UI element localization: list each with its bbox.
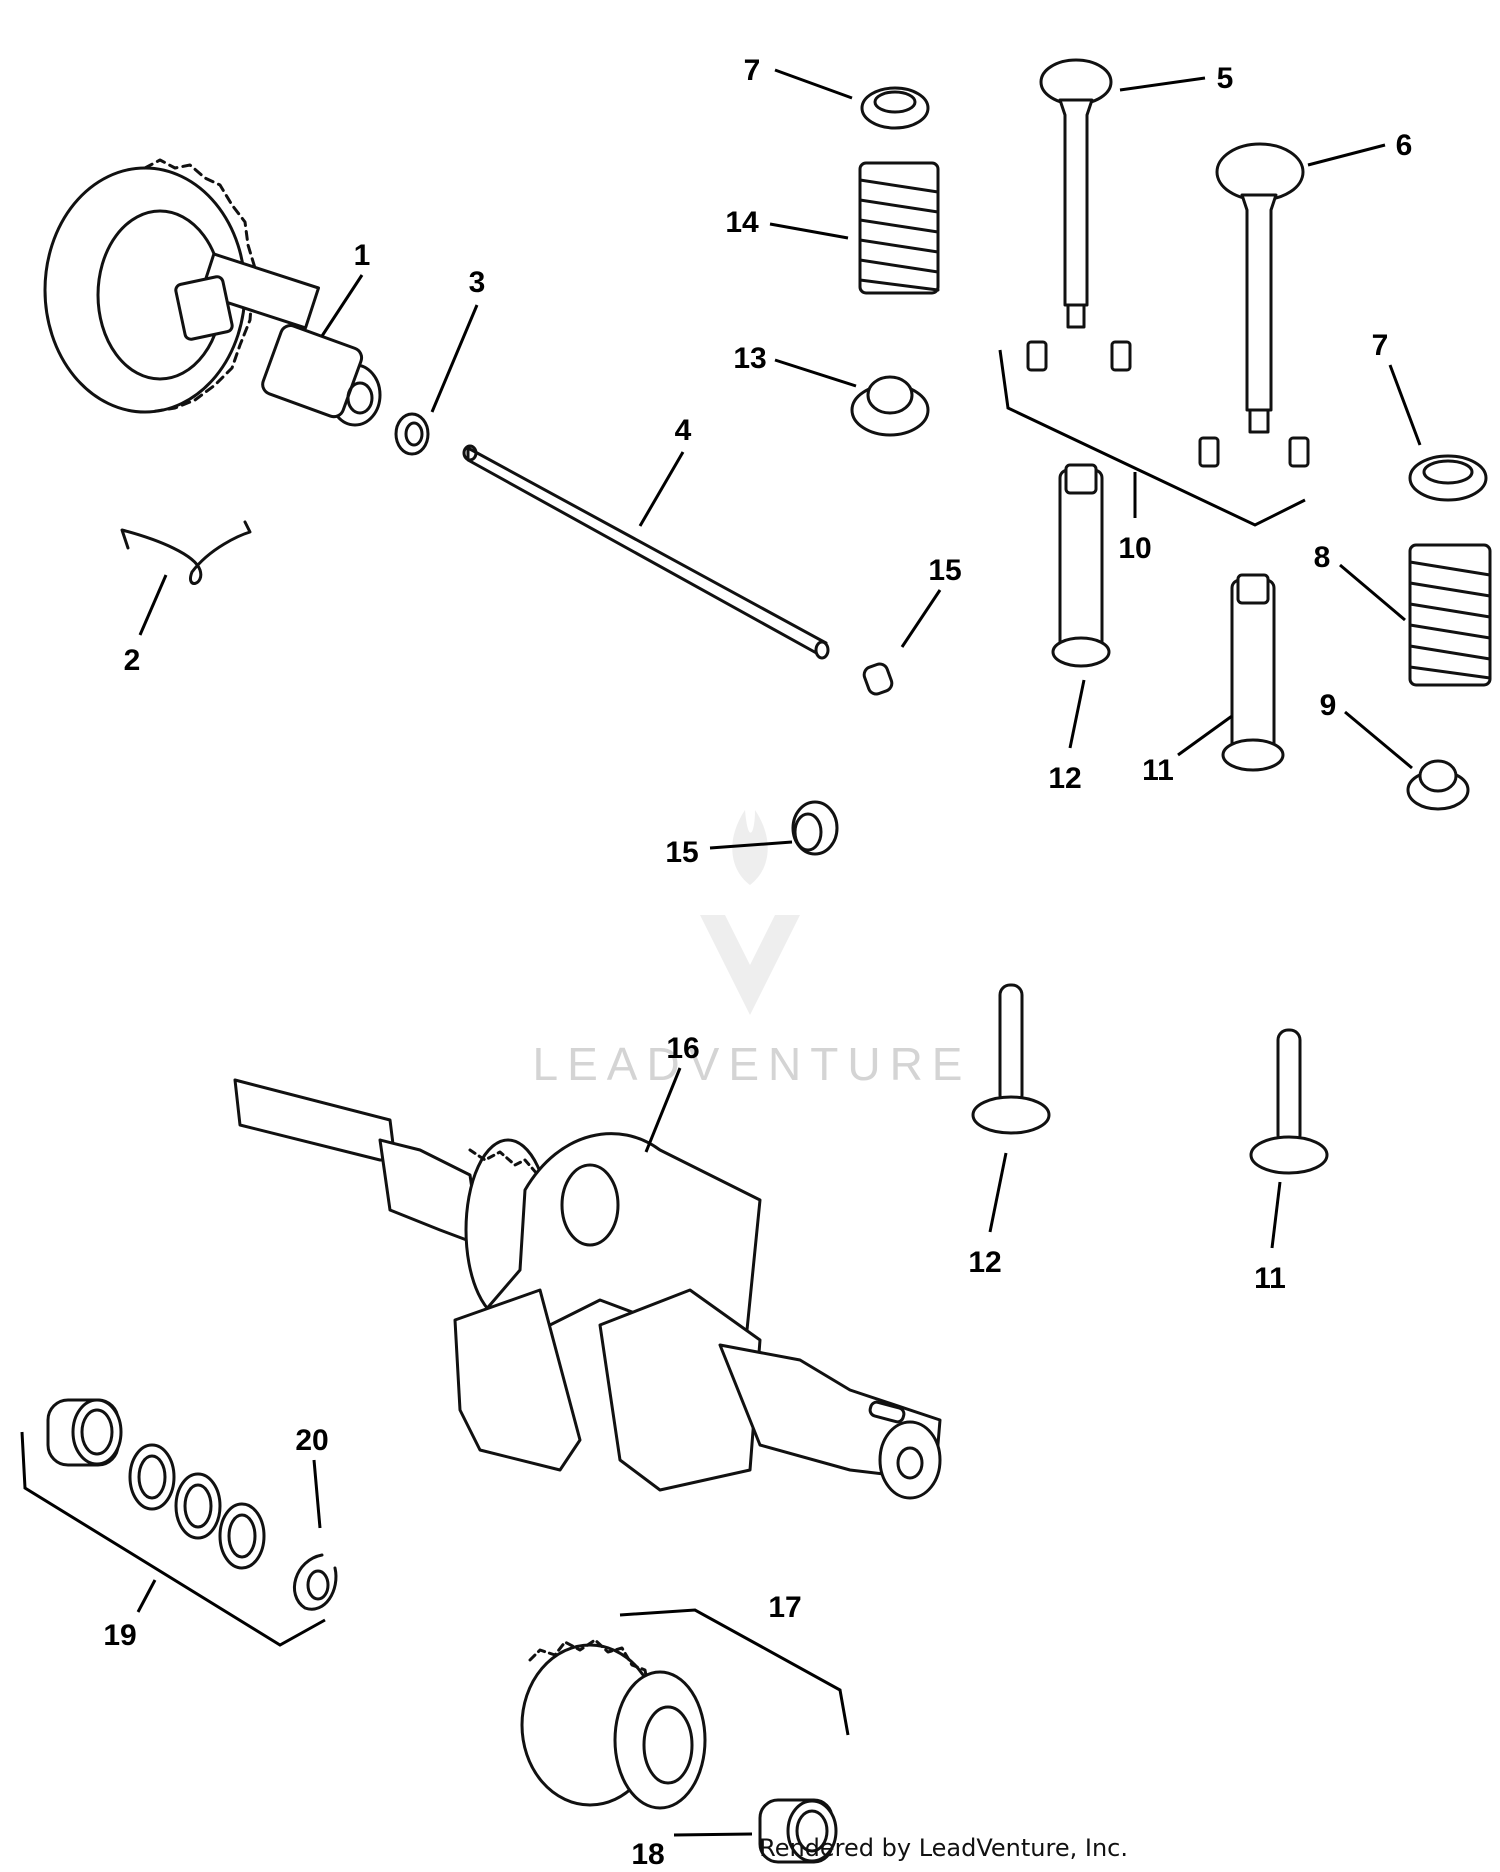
washer-part — [394, 412, 430, 456]
callout-9: 9 — [1320, 689, 1337, 722]
tappet-12-part — [1051, 463, 1111, 668]
callout-7a: 7 — [744, 54, 761, 87]
tappet-11b-part — [1249, 1028, 1329, 1175]
callout-14: 14 — [725, 206, 759, 239]
tappet-12b-part — [971, 983, 1051, 1135]
snap-ring-20-part — [293, 1553, 338, 1611]
valve-5-part — [1039, 58, 1113, 329]
spring-14-part — [858, 161, 940, 295]
seat-13-part — [850, 375, 930, 437]
callout-19: 19 — [103, 1619, 136, 1652]
callout-18: 18 — [631, 1838, 664, 1871]
retainer-right-part — [1408, 454, 1488, 502]
leader-lines — [136, 68, 1422, 1837]
callout-16: 16 — [666, 1032, 699, 1065]
bearing-washer-set-19-part — [20, 1398, 326, 1647]
watermark-text: LEADVENTURE — [533, 1038, 972, 1090]
callout-numbers: 1 2 3 4 5 6 7 7 8 9 10 11 11 12 12 13 14… — [103, 54, 1412, 1871]
callout-13: 13 — [733, 342, 766, 375]
callout-5: 5 — [1217, 62, 1234, 95]
callout-11b: 11 — [1254, 1262, 1286, 1295]
callout-12a: 12 — [1048, 762, 1081, 795]
callout-4: 4 — [675, 414, 692, 447]
callout-10: 10 — [1118, 532, 1151, 565]
spring-8-part — [1408, 543, 1492, 687]
plug-15a-part — [862, 662, 894, 696]
callout-3: 3 — [469, 266, 486, 299]
keepers-10-part — [998, 340, 1310, 527]
retainer-top-part — [860, 86, 930, 130]
bearing-18-part — [758, 1798, 838, 1864]
callout-7b: 7 — [1372, 329, 1389, 362]
callout-6: 6 — [1396, 129, 1413, 162]
gear-17-part — [520, 1608, 850, 1810]
camshaft-gear-part — [43, 158, 382, 427]
render-credit: Rendered by LeadVenture, Inc. — [759, 1834, 1128, 1862]
plug-15b-part — [791, 800, 839, 856]
callout-12b: 12 — [968, 1246, 1001, 1279]
callout-17: 17 — [768, 1591, 801, 1624]
watermark-logo — [700, 810, 800, 1015]
crankshaft-part — [233, 1078, 942, 1500]
callout-8: 8 — [1314, 541, 1331, 574]
tappet-11-part — [1221, 573, 1285, 772]
callout-15b: 15 — [665, 836, 698, 869]
rod-part — [462, 444, 830, 660]
callout-2: 2 — [124, 644, 141, 677]
callout-20: 20 — [295, 1424, 328, 1457]
spring-clip-part — [120, 520, 252, 585]
callout-11a: 11 — [1142, 754, 1174, 787]
valve-6-part — [1215, 142, 1305, 434]
callout-15a: 15 — [928, 554, 961, 587]
callout-1: 1 — [354, 239, 371, 272]
seat-9-part — [1406, 759, 1470, 811]
